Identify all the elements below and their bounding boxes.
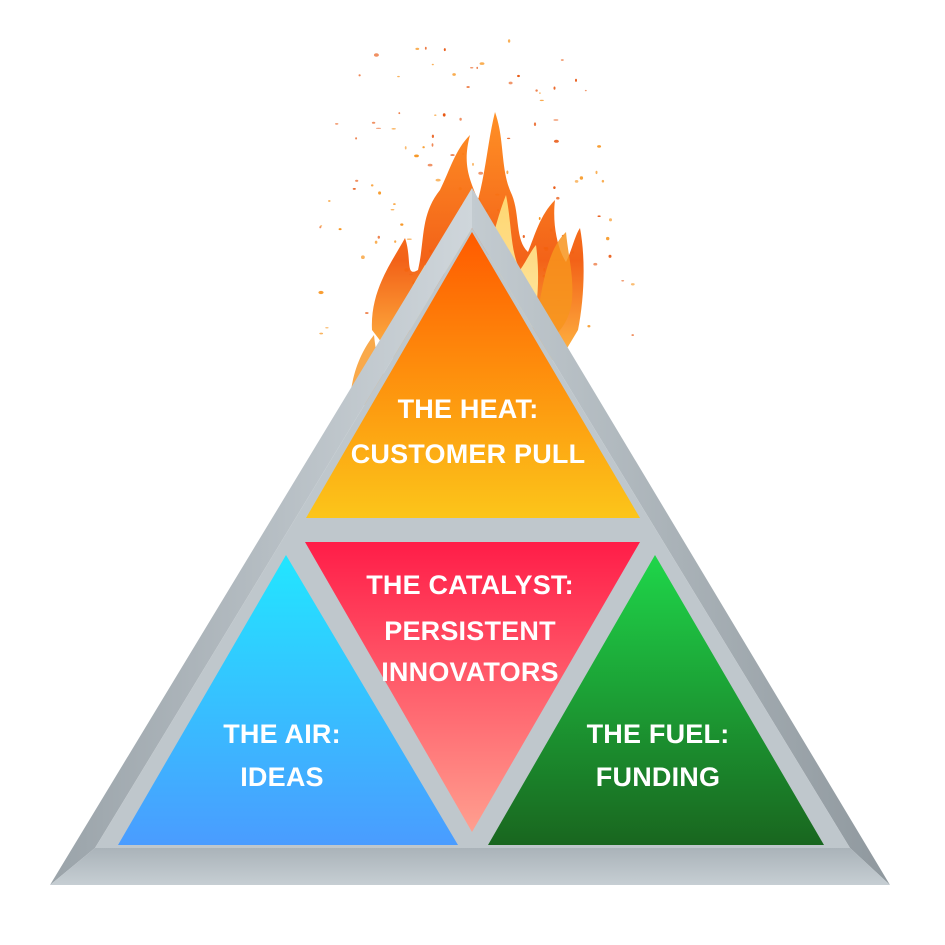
- ember-spark: [370, 184, 374, 187]
- ember-spark: [535, 89, 538, 92]
- catalyst-label-line2: PERSISTENT: [384, 616, 556, 646]
- ember-spark: [595, 170, 598, 175]
- ember-spark: [415, 47, 420, 51]
- ember-spark: [361, 255, 365, 259]
- ember-spark: [431, 143, 434, 147]
- ember-spark: [553, 119, 559, 121]
- ember-spark: [390, 209, 395, 211]
- ember-spark: [358, 74, 361, 77]
- ember-spark: [450, 154, 455, 156]
- ember-spark: [538, 217, 541, 220]
- ember-spark: [406, 238, 412, 240]
- ember-spark: [517, 74, 520, 78]
- ember-spark: [601, 179, 605, 183]
- ember-spark: [452, 73, 456, 76]
- ember-spark: [476, 66, 479, 70]
- heat-label-line1: THE HEAT:: [398, 394, 539, 424]
- segment-air: [118, 555, 458, 845]
- ember-spark: [398, 112, 401, 115]
- ember-spark: [319, 226, 322, 229]
- ember-spark: [556, 196, 560, 200]
- ember-spark: [606, 236, 610, 241]
- air-label-line2: IDEAS: [240, 762, 324, 792]
- ember-spark: [355, 137, 358, 140]
- ember-spark: [400, 223, 404, 226]
- ember-spark: [443, 48, 446, 52]
- heat-label-line2: CUSTOMER PULL: [351, 439, 586, 469]
- ember-spark: [352, 188, 356, 190]
- ember-spark: [404, 146, 407, 150]
- ember-spark: [522, 235, 525, 238]
- ember-spark: [435, 178, 441, 182]
- ember-spark: [325, 327, 329, 329]
- ember-spark: [318, 290, 324, 295]
- ember-spark: [414, 154, 419, 158]
- ember-spark: [328, 200, 331, 202]
- ember-spark: [553, 186, 556, 190]
- ember-spark: [587, 325, 591, 328]
- ember-spark: [539, 92, 541, 94]
- catalyst-label-line3: INNOVATORS: [381, 657, 559, 687]
- ember-spark: [378, 191, 382, 195]
- ember-spark: [560, 59, 564, 61]
- air-label-line1: THE AIR:: [223, 719, 341, 749]
- ember-spark: [609, 218, 612, 222]
- ember-spark: [507, 39, 511, 43]
- ember-spark: [397, 75, 400, 78]
- segment-heat: [306, 232, 640, 518]
- ember-spark: [478, 171, 484, 175]
- ember-spark: [375, 127, 382, 129]
- ember-spark: [377, 235, 380, 239]
- ember-spark: [365, 312, 369, 314]
- fuel-label-line2: FUNDING: [596, 762, 720, 792]
- ember-spark: [431, 63, 434, 66]
- ember-spark: [574, 180, 579, 183]
- ember-spark: [584, 89, 587, 92]
- ember-spark: [579, 176, 584, 180]
- catalyst-label-line1: THE CATALYST:: [366, 570, 574, 600]
- ember-spark: [508, 81, 513, 85]
- ember-spark: [320, 225, 323, 227]
- ember-spark: [608, 254, 612, 258]
- ember-spark: [630, 283, 635, 286]
- ember-spark: [394, 240, 397, 243]
- ember-spark: [593, 262, 598, 266]
- ember-spark: [335, 123, 339, 125]
- ember-spark: [597, 145, 602, 148]
- ember-spark: [373, 53, 379, 57]
- ember-spark: [434, 114, 437, 116]
- ember-spark: [391, 128, 396, 130]
- ember-spark: [319, 332, 324, 335]
- ember-spark: [472, 162, 474, 166]
- fuel-label-line1: THE FUEL:: [587, 719, 730, 749]
- segment-catalyst: [305, 542, 640, 832]
- ember-spark: [371, 121, 376, 124]
- ember-spark: [479, 62, 485, 65]
- ember-spark: [621, 280, 625, 282]
- ember-spark: [459, 117, 462, 121]
- ember-spark: [422, 146, 425, 149]
- ember-spark: [575, 78, 577, 82]
- ember-spark: [424, 46, 427, 50]
- ember-spark: [506, 137, 511, 140]
- ember-spark: [393, 203, 396, 205]
- ember-spark: [597, 215, 601, 217]
- ember-spark: [470, 67, 474, 69]
- ember-spark: [553, 139, 559, 143]
- ember-spark: [427, 163, 433, 167]
- ember-spark: [539, 99, 544, 102]
- ember-spark: [506, 170, 509, 175]
- ember-spark: [442, 113, 446, 117]
- ember-spark: [355, 179, 359, 182]
- ember-spark: [533, 122, 537, 126]
- ember-spark: [631, 334, 634, 336]
- segment-fuel: [488, 555, 824, 845]
- ember-spark: [338, 228, 342, 231]
- ember-spark: [374, 240, 378, 244]
- ember-spark: [466, 86, 470, 88]
- ember-spark: [553, 86, 556, 90]
- ember-spark: [431, 134, 434, 138]
